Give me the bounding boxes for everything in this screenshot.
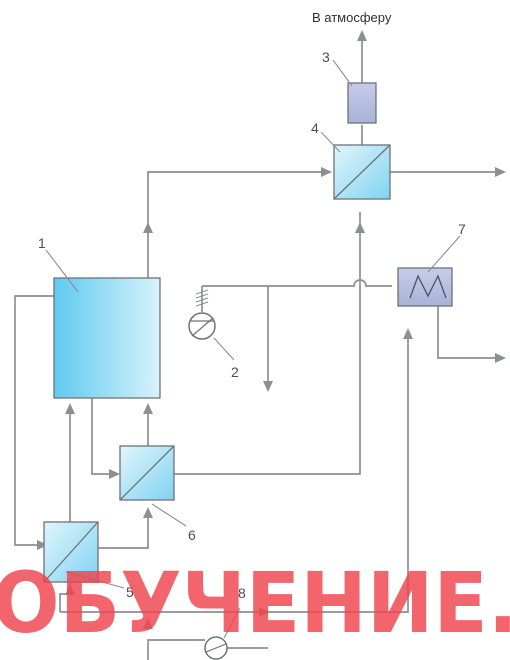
label-5: 5 — [126, 584, 134, 600]
atmosphere-label: В атмосферу — [312, 10, 392, 25]
leader-lines — [45, 59, 461, 639]
flow-arrows — [37, 30, 506, 629]
watermark-text: ОБУЧЕНИЕ. — [0, 554, 510, 652]
pump-2-icon — [188, 312, 216, 340]
label-8: 8 — [238, 585, 246, 601]
filter-3 — [347, 82, 377, 124]
reactor-vessel — [53, 277, 161, 399]
cooler-7 — [397, 267, 453, 307]
label-6: 6 — [188, 527, 196, 543]
label-3: 3 — [322, 49, 330, 65]
membrane-4 — [333, 144, 391, 200]
pump-8-icon — [204, 636, 228, 660]
pipe-network — [14, 38, 498, 660]
label-2: 2 — [231, 364, 239, 380]
membrane-6 — [119, 445, 175, 501]
membrane-5 — [43, 521, 99, 583]
label-1: 1 — [38, 235, 46, 251]
label-7: 7 — [458, 221, 466, 237]
label-4: 4 — [311, 120, 319, 136]
